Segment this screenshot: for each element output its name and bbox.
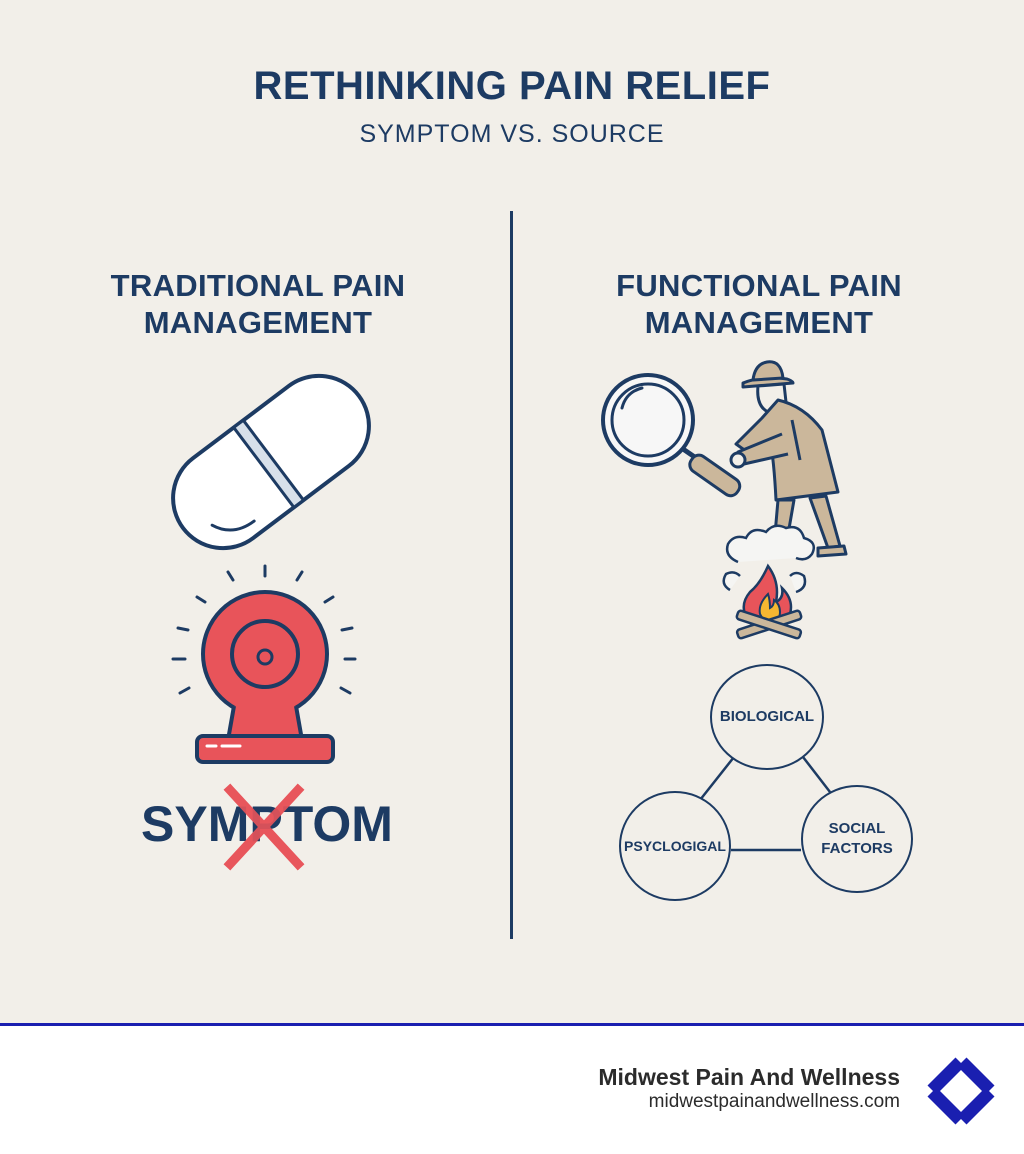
factor-social-label-line1: SOCIAL <box>828 820 886 837</box>
traditional-heading-line2: MANAGEMENT <box>143 305 373 340</box>
brand-name: Midwest Pain And Wellness <box>598 1064 900 1090</box>
footer-divider <box>0 1023 1024 1026</box>
brand-url[interactable]: midwestpainandwellness.com <box>648 1091 900 1112</box>
factor-biological-label: BIOLOGICAL <box>719 708 815 725</box>
page-title: RETHINKING PAIN RELIEF <box>253 64 771 108</box>
traditional-heading-line1: TRADITIONAL PAIN <box>110 268 406 303</box>
functional-heading-line2: MANAGEMENT <box>644 305 874 340</box>
cross-out-overlay <box>223 783 305 871</box>
campfire-icon <box>722 524 815 640</box>
factor-social: SOCIAL FACTORS <box>801 785 913 893</box>
footer <box>0 1026 1024 1154</box>
traditional-heading: TRADITIONAL PAIN MANAGEMENT <box>48 267 468 341</box>
page-subtitle: SYMPTOM VS. SOURCE <box>359 120 665 148</box>
diamond-logo-icon <box>922 1052 1000 1130</box>
pill-icon <box>171 373 371 551</box>
magnifying-glass-icon <box>601 373 742 498</box>
factor-psychological: PSYCLOGIGAL <box>619 791 731 901</box>
factor-social-label-line2: FACTORS <box>821 840 893 857</box>
functional-heading: FUNCTIONAL PAIN MANAGEMENT <box>549 267 969 341</box>
factor-psychological-label: PSYCLOGIGAL <box>624 838 726 854</box>
alarm-bell-icon <box>171 564 357 764</box>
factor-connectors <box>699 756 831 852</box>
functional-heading-line1: FUNCTIONAL PAIN <box>616 268 902 303</box>
column-divider <box>510 211 513 939</box>
factor-biological: BIOLOGICAL <box>710 664 824 770</box>
